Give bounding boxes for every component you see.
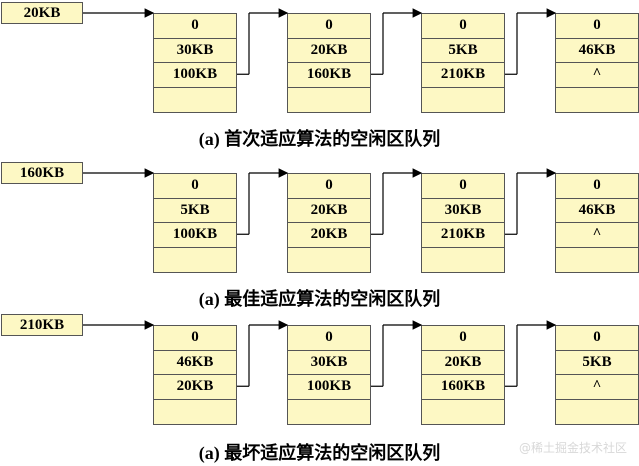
block-size-cell: 46KB (556, 199, 638, 223)
block-start-cell: 0 (154, 174, 236, 199)
block-size-cell: 46KB (556, 39, 638, 63)
block-size-cell: 20KB (422, 351, 504, 375)
free-list-head: 160KB (1, 162, 83, 184)
block-next-cell: 20KB (154, 375, 236, 400)
diagram-caption: (a) 首次适应算法的空闲区队列 (198, 129, 441, 149)
block-start-cell: 0 (556, 326, 638, 351)
block-size-cell: 30KB (154, 39, 236, 63)
block-size-cell: 5KB (154, 199, 236, 223)
watermark: @稀土掘金技术社区 (518, 441, 627, 455)
block-next-cell: 210KB (422, 223, 504, 248)
block-next-cell: ^ (556, 63, 638, 88)
block-start-cell: 0 (154, 326, 236, 351)
block-start-cell: 0 (288, 174, 370, 199)
block-empty-cell (154, 88, 236, 113)
block-start-cell: 0 (422, 14, 504, 39)
block-empty-cell (422, 88, 504, 113)
block-size-cell: 5KB (556, 351, 638, 375)
block-next-cell: ^ (556, 375, 638, 400)
block-next-cell: 20KB (288, 223, 370, 248)
block-size-cell: 20KB (288, 39, 370, 63)
free-list-head: 20KB (1, 2, 83, 24)
block-size-cell: 46KB (154, 351, 236, 375)
block-next-cell: 100KB (154, 223, 236, 248)
block-empty-cell (288, 248, 370, 273)
block-next-cell: 160KB (422, 375, 504, 400)
block-start-cell: 0 (154, 14, 236, 39)
block-size-cell: 20KB (288, 199, 370, 223)
free-list-head: 210KB (1, 314, 83, 336)
block-next-cell: 160KB (288, 63, 370, 88)
block-start-cell: 0 (556, 14, 638, 39)
diagram-caption: (a) 最佳适应算法的空闲区队列 (198, 289, 441, 309)
block-empty-cell (556, 88, 638, 113)
block-size-cell: 5KB (422, 39, 504, 63)
block-start-cell: 0 (556, 174, 638, 199)
block-next-cell: 210KB (422, 63, 504, 88)
block-next-cell: ^ (556, 223, 638, 248)
block-empty-cell (154, 248, 236, 273)
block-size-cell: 30KB (422, 199, 504, 223)
block-next-cell: 100KB (154, 63, 236, 88)
diagram-caption: (a) 最坏适应算法的空闲区队列 (198, 443, 441, 463)
block-empty-cell (288, 88, 370, 113)
block-empty-cell (556, 248, 638, 273)
block-start-cell: 0 (288, 326, 370, 351)
block-empty-cell (154, 400, 236, 425)
block-empty-cell (422, 248, 504, 273)
block-empty-cell (288, 400, 370, 425)
block-start-cell: 0 (422, 326, 504, 351)
block-size-cell: 30KB (288, 351, 370, 375)
block-empty-cell (422, 400, 504, 425)
block-empty-cell (556, 400, 638, 425)
block-start-cell: 0 (422, 174, 504, 199)
block-next-cell: 100KB (288, 375, 370, 400)
block-start-cell: 0 (288, 14, 370, 39)
